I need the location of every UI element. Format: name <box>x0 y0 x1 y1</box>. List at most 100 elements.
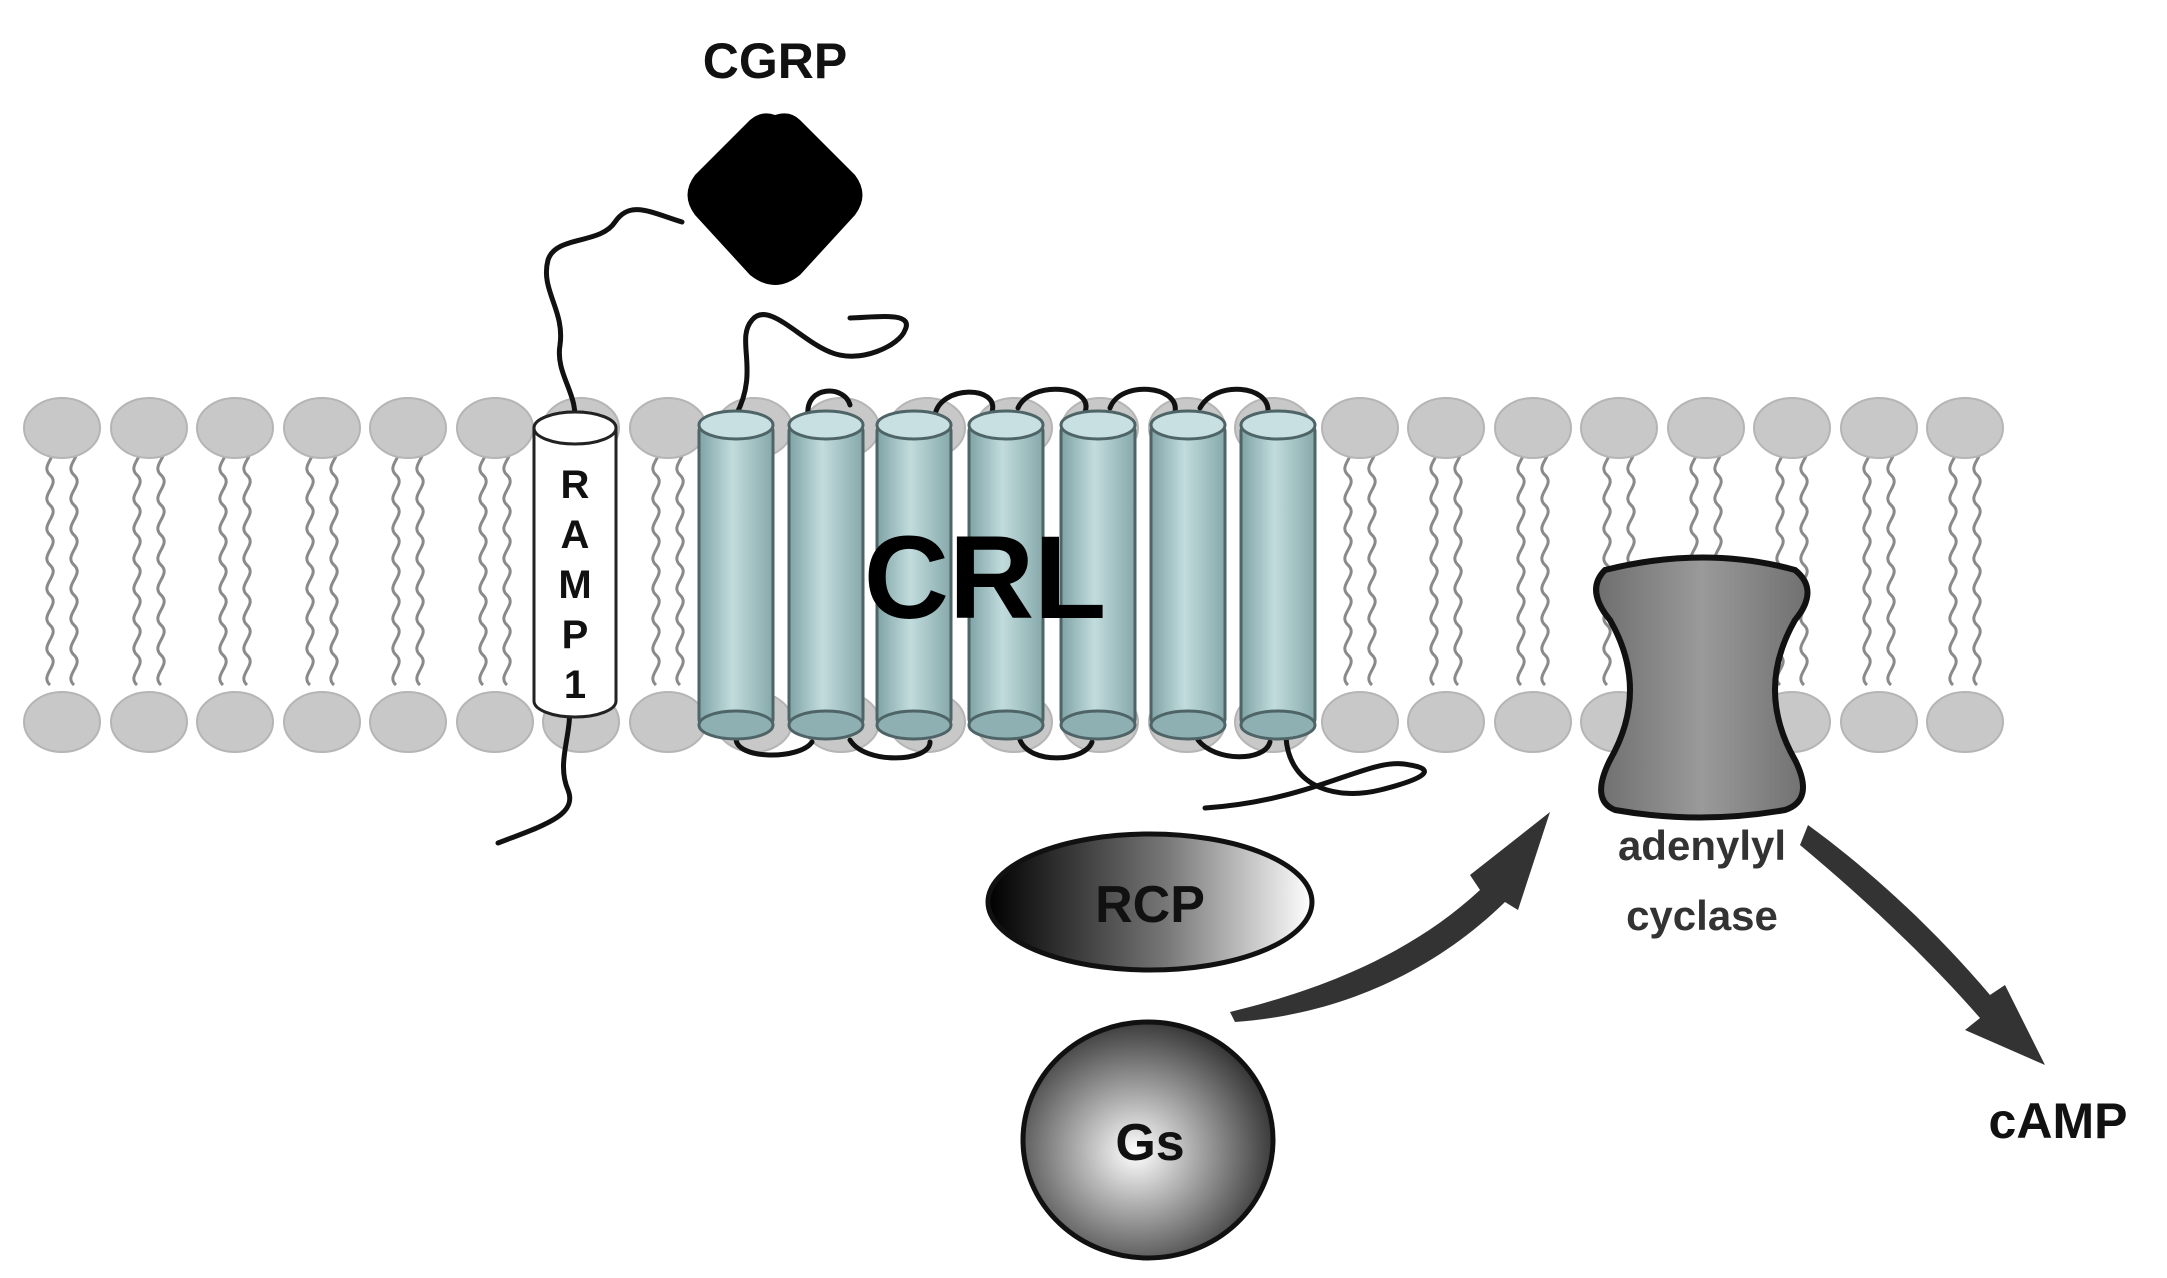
lipid-head-outer <box>1926 397 2004 459</box>
cyclase-label: cyclase <box>1626 892 1778 939</box>
lipid-tail <box>1972 443 1982 687</box>
rcp-ellipse <box>985 831 1315 973</box>
rcp-label: RCP <box>1095 876 1205 934</box>
lipid-tail <box>305 443 315 687</box>
lipid-tail <box>1453 443 1463 687</box>
lipid-head-outer <box>283 397 361 459</box>
receptor-loop <box>932 389 996 418</box>
lipid-tail <box>45 443 55 687</box>
lipid-head-outer <box>1840 397 1918 459</box>
lipid-tail <box>1886 443 1896 687</box>
ramp1-c-terminus <box>495 697 573 846</box>
transmembrane-helix-6 <box>1149 409 1227 741</box>
adenylyl-label: adenylyl <box>1618 822 1786 869</box>
receptor-loop <box>847 737 933 761</box>
transmembrane-helix-5 <box>1059 409 1137 741</box>
lipid-tail <box>675 443 685 687</box>
lipid-tail <box>651 443 661 687</box>
lipid-head-outer <box>1753 397 1831 459</box>
crl-receptor: CRL <box>697 312 1427 811</box>
lipid-head-outer <box>23 397 101 459</box>
receptor-loop <box>1197 386 1271 415</box>
gs-label: Gs <box>1115 1114 1184 1172</box>
ramp1-letter: A <box>561 513 590 557</box>
transmembrane-helix-4 <box>967 409 1045 741</box>
lipid-tail <box>242 443 252 687</box>
lipid-tail <box>1540 443 1550 687</box>
lipid-head-inner <box>456 691 534 753</box>
lipid-tail <box>478 443 488 687</box>
lipid-head-inner <box>110 691 188 753</box>
crl-label: CRL <box>864 512 1107 644</box>
lipid-head-inner <box>196 691 274 753</box>
camp-production-arrow: cAMP <box>1800 825 2127 1149</box>
lipid-tail <box>415 443 425 687</box>
lipid-head-inner <box>1321 691 1399 753</box>
receptor-loop <box>1107 386 1178 415</box>
lipid-head-inner <box>1840 691 1918 753</box>
ramp1-letter: R <box>561 463 590 507</box>
lipid-head-outer <box>369 397 447 459</box>
lipid-head-outer <box>1407 397 1485 459</box>
crl-helices <box>697 409 1317 741</box>
ramp1-letter: M <box>558 563 591 607</box>
camp-label: cAMP <box>1989 1093 2128 1149</box>
lipid-tail <box>1799 443 1809 687</box>
lipid-tail <box>1429 443 1439 687</box>
lipid-tail <box>1367 443 1377 687</box>
lipid-head-inner <box>1407 691 1485 753</box>
lipid-tail <box>1862 443 1872 687</box>
lipid-head-inner <box>1494 691 1572 753</box>
lipid-tail <box>1602 443 1612 687</box>
lipid-tail <box>502 443 512 687</box>
transmembrane-helix-3 <box>875 409 953 741</box>
lipid-head-inner <box>369 691 447 753</box>
lipid-head-outer <box>1321 397 1399 459</box>
lipid-tail <box>69 443 79 687</box>
transmembrane-helix-2 <box>787 409 865 741</box>
receptor-loop <box>1017 737 1095 761</box>
crl-loops <box>733 312 1427 811</box>
rcp-protein: RCP <box>985 831 1315 973</box>
adenylyl-cyclase-channel-icon <box>1593 554 1811 821</box>
lipid-head-outer <box>196 397 274 459</box>
lipid-tail <box>1948 443 1958 687</box>
lipid-head-inner <box>629 691 707 753</box>
lipid-head-inner <box>1926 691 2004 753</box>
ramp1-letter: 1 <box>564 663 586 707</box>
lipid-head-outer <box>456 397 534 459</box>
lipid-head-outer <box>629 397 707 459</box>
receptor-loop <box>1015 386 1089 415</box>
activation-arrow <box>1230 812 1550 1022</box>
lipid-head-inner <box>23 691 101 753</box>
receptor-loop <box>805 388 853 418</box>
lipid-tail <box>132 443 142 687</box>
lipid-tail <box>218 443 228 687</box>
gs-protein: Gs <box>1020 1019 1276 1261</box>
lipid-head-outer <box>1580 397 1658 459</box>
lipid-head-outer <box>1494 397 1572 459</box>
cgrp-ligand: CGRP <box>687 33 863 285</box>
receptor-loop <box>1202 735 1427 811</box>
lipid-tail <box>1343 443 1353 687</box>
lipid-head-inner <box>283 691 361 753</box>
ramp1-letter: P <box>562 613 589 657</box>
ramp1-n-terminus <box>544 207 685 428</box>
lipid-head-outer <box>1667 397 1745 459</box>
lipid-tail <box>156 443 166 687</box>
transmembrane-helix-1 <box>697 409 775 741</box>
curved-arrow-icon <box>1230 812 1550 1022</box>
adenylyl-cyclase: adenylyl cyclase <box>1593 554 1811 939</box>
lipid-tail <box>329 443 339 687</box>
lipid-tail <box>1516 443 1526 687</box>
curved-arrow-icon <box>1800 825 2045 1065</box>
cgrp-rounded-diamond-icon <box>687 113 863 285</box>
transmembrane-helix-7 <box>1239 409 1317 741</box>
gs-sphere <box>1020 1019 1276 1261</box>
cgrp-label: CGRP <box>703 33 847 89</box>
receptor-loop <box>733 735 815 758</box>
lipid-head-outer <box>110 397 188 459</box>
receptor-loop <box>1195 737 1273 760</box>
